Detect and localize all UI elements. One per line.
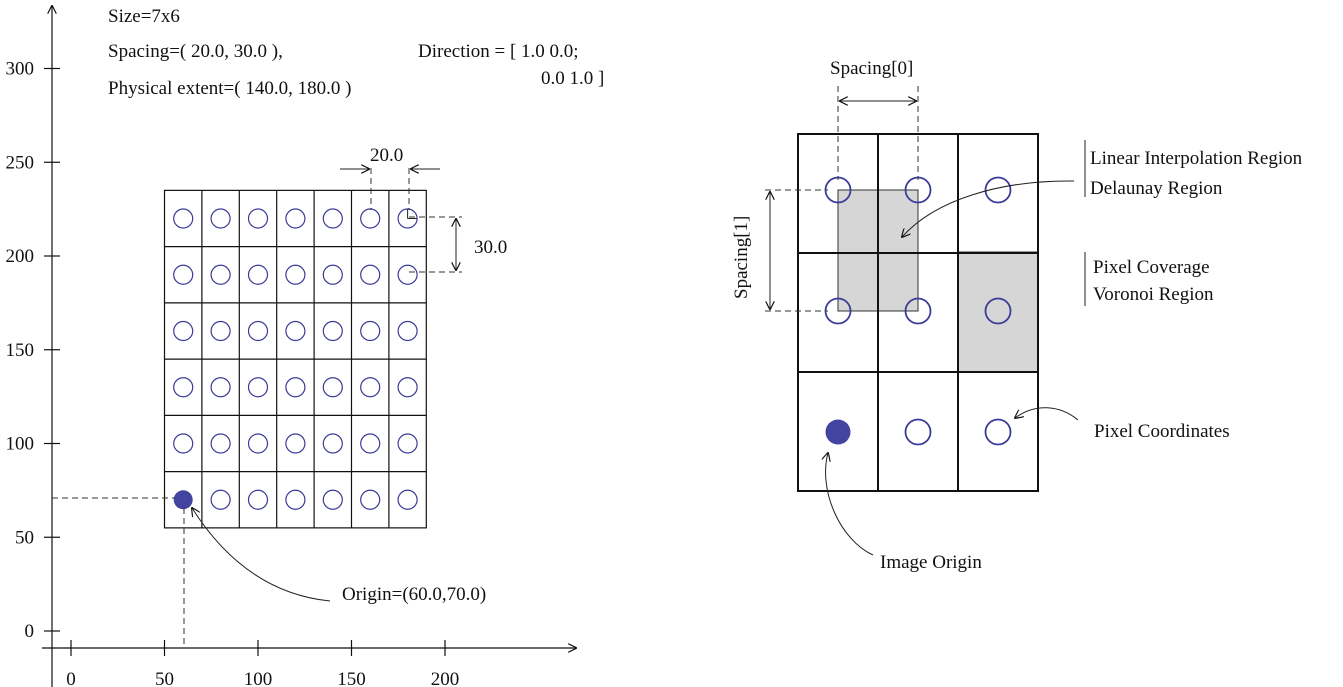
- pixel-center-marker: [397, 320, 418, 342]
- pixel-grid: [163, 189, 427, 529]
- spacing1-label: Spacing[1]: [731, 216, 752, 299]
- pixel-coordinate-marker: [904, 297, 932, 325]
- pixel-coordinates-callout-arrow: [1015, 407, 1079, 421]
- x-axis-ticks: 0 50 100 150 200: [66, 640, 459, 687]
- right-diagram: Spacing[0] Spacing[1] Linear Interpolati…: [731, 58, 1303, 573]
- pixel-center-marker: [210, 320, 231, 342]
- direction-label-line1: Direction = [ 1.0 0.0;: [418, 41, 579, 62]
- x-tick-label: 50: [155, 669, 174, 687]
- x-tick-label: 150: [337, 669, 366, 687]
- pixel-center-marker: [247, 208, 269, 229]
- voronoi-region: [957, 251, 1039, 373]
- pixel-center-marker: [360, 377, 381, 398]
- y-axis-ticks: 0 50 100 150 200 250 300: [6, 59, 60, 642]
- pixel-center-marker: [360, 320, 381, 342]
- pixel-center-marker: [210, 489, 231, 510]
- image-origin-label: Image Origin: [880, 552, 982, 573]
- coverage-grid-border: [797, 133, 1039, 492]
- pixel-center-marker: [247, 489, 269, 510]
- pixel-coverage-label: Pixel Coverage: [1093, 257, 1210, 278]
- pixel-center-marker: [322, 320, 343, 342]
- linear-interpolation-label: Linear Interpolation Region: [1090, 148, 1303, 169]
- pixel-coordinate-marker: [984, 297, 1012, 325]
- pixel-center-marker: [210, 264, 231, 285]
- pixel-center-marker: [173, 433, 194, 454]
- pixel-center-marker: [285, 489, 306, 510]
- origin-label: Origin=(60.0,70.0): [342, 584, 486, 605]
- pixel-center-marker: [247, 377, 269, 398]
- linear-region-callout-arrow: [902, 180, 1075, 237]
- pixel-center-marker: [173, 208, 194, 229]
- pixel-center-marker: [322, 264, 343, 285]
- y-tick-label: 0: [25, 621, 35, 642]
- pixel-center-marker: [360, 208, 381, 229]
- pixel-center-marker: [397, 489, 418, 510]
- pixel-center-marker: [397, 377, 418, 398]
- pixel-center-marker: [285, 320, 306, 342]
- pixel-center-marker: [397, 208, 418, 229]
- pixel-center-marker: [360, 489, 381, 510]
- direction-label-line2: 0.0 1.0 ]: [541, 68, 604, 89]
- pixel-center-marker: [173, 320, 194, 342]
- delaunay-label: Delaunay Region: [1090, 178, 1223, 199]
- image-origin-marker: [825, 419, 851, 445]
- y-tick-label: 200: [6, 246, 35, 267]
- pixel-center-marker: [397, 264, 418, 285]
- y-tick-label: 300: [6, 59, 35, 80]
- spacing-label: Spacing=( 20.0, 30.0 ),: [108, 41, 283, 62]
- spacing0-label: Spacing[0]: [830, 58, 913, 79]
- pixel-center-marker: [285, 433, 306, 454]
- x-tick-label: 100: [244, 669, 273, 687]
- y-tick-label: 100: [6, 434, 35, 455]
- pixel-center-marker: [210, 208, 231, 229]
- pixel-center-marker: [360, 264, 381, 285]
- pixel-center-marker: [360, 433, 381, 454]
- x-tick-label: 0: [66, 669, 76, 687]
- pixel-coordinate-marker: [984, 418, 1012, 446]
- pixel-coverage-grid: [797, 133, 1039, 492]
- y-tick-label: 50: [15, 527, 34, 548]
- x-tick-label: 200: [431, 669, 460, 687]
- pixel-center-marker: [322, 377, 343, 398]
- size-label: Size=7x6: [108, 6, 180, 27]
- pixel-coordinate-marker: [984, 176, 1012, 204]
- pixel-center-marker: [247, 320, 269, 342]
- pixel-center-marker: [210, 377, 231, 398]
- pixel-coordinate-marker: [904, 418, 932, 446]
- origin-pixel-marker: [173, 490, 193, 510]
- pixel-center-marker: [322, 489, 343, 510]
- pixel-center-marker: [285, 264, 306, 285]
- pixel-center-marker: [247, 433, 269, 454]
- pixel-center-marker: [322, 208, 343, 229]
- y-tick-label: 250: [6, 152, 35, 173]
- pixel-center-marker: [285, 208, 306, 229]
- physical-extent-label: Physical extent=( 140.0, 180.0 ): [108, 78, 351, 99]
- pixel-center-marker: [173, 264, 194, 285]
- pixel-coordinates-label: Pixel Coordinates: [1094, 421, 1230, 442]
- image-origin-callout-arrow: [826, 453, 874, 556]
- pixel-center-marker: [247, 264, 269, 285]
- pixel-center-marker: [397, 433, 418, 454]
- pixel-center-marker: [210, 433, 231, 454]
- pixel-center-marker: [173, 377, 194, 398]
- left-diagram: Size=7x6 Spacing=( 20.0, 30.0 ), Physica…: [6, 6, 604, 687]
- pixel-center-marker: [322, 433, 343, 454]
- pixel-center-marker: [285, 377, 306, 398]
- y-tick-label: 150: [6, 340, 35, 361]
- origin-callout-arrow: [192, 508, 331, 602]
- spacing-x-value: 20.0: [370, 145, 403, 166]
- voronoi-label: Voronoi Region: [1093, 284, 1214, 305]
- spacing-y-value: 30.0: [474, 237, 507, 258]
